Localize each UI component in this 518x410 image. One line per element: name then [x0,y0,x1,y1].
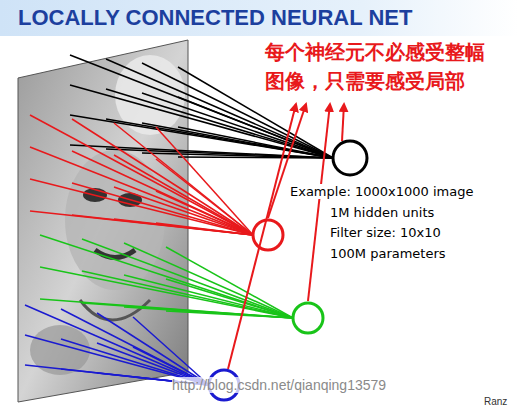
face-sketch [30,55,185,375]
connection-line [30,115,253,235]
connection-line [70,145,333,158]
hidden-unit [333,141,367,175]
example-line: Example: 1000x1000 image [288,184,475,199]
connection-line [70,85,333,158]
connection-line [142,93,333,158]
pointer-arrow [342,104,344,141]
connection-line [166,279,293,318]
connection-line [166,247,293,318]
connection-line [178,97,333,158]
connection-line [30,147,253,235]
connection-line [72,119,253,235]
example-line: 100M parameters [328,246,448,261]
connection-line [82,303,293,318]
connection-line [97,313,209,385]
pointer-arrow [308,104,330,301]
connection-line [70,115,333,158]
connection-line [156,223,253,235]
diagram-title: LOCALLY CONNECTED NEURAL NET [18,5,412,31]
connection-line [72,151,253,235]
connection-line [72,183,253,235]
connection-line [114,219,253,235]
connection-line [40,267,293,318]
connection-line [61,309,209,385]
connection-line [178,157,333,158]
connection-line [30,211,253,235]
connection-line [82,271,293,318]
hidden-unit [253,220,283,250]
connection-line [25,305,209,385]
annotation: 每个神经元不必感受整幅 图像，只需要感受局部 [265,38,505,96]
connection-line [30,179,253,235]
connection-line [82,239,293,318]
pointer-arrow [228,104,296,369]
connection-line [40,235,293,318]
example-line: 1M hidden units [328,205,436,220]
title-band [0,0,518,36]
connection-line [72,215,253,235]
connection-line [156,159,253,235]
credit: Ranz [484,396,507,407]
example-line: Filter size: 10x10 [328,225,443,240]
watermark: http://blog.csdn.net/qianqing13579 [172,377,386,393]
connection-line [40,299,293,318]
connection-line [142,153,333,158]
connection-line [106,149,333,158]
pointer-arrows [228,104,344,369]
connection-line [156,191,253,235]
pointer-arrow [268,104,306,218]
connection-line [124,307,293,318]
hidden-unit [293,303,323,333]
connection-line [166,311,293,318]
